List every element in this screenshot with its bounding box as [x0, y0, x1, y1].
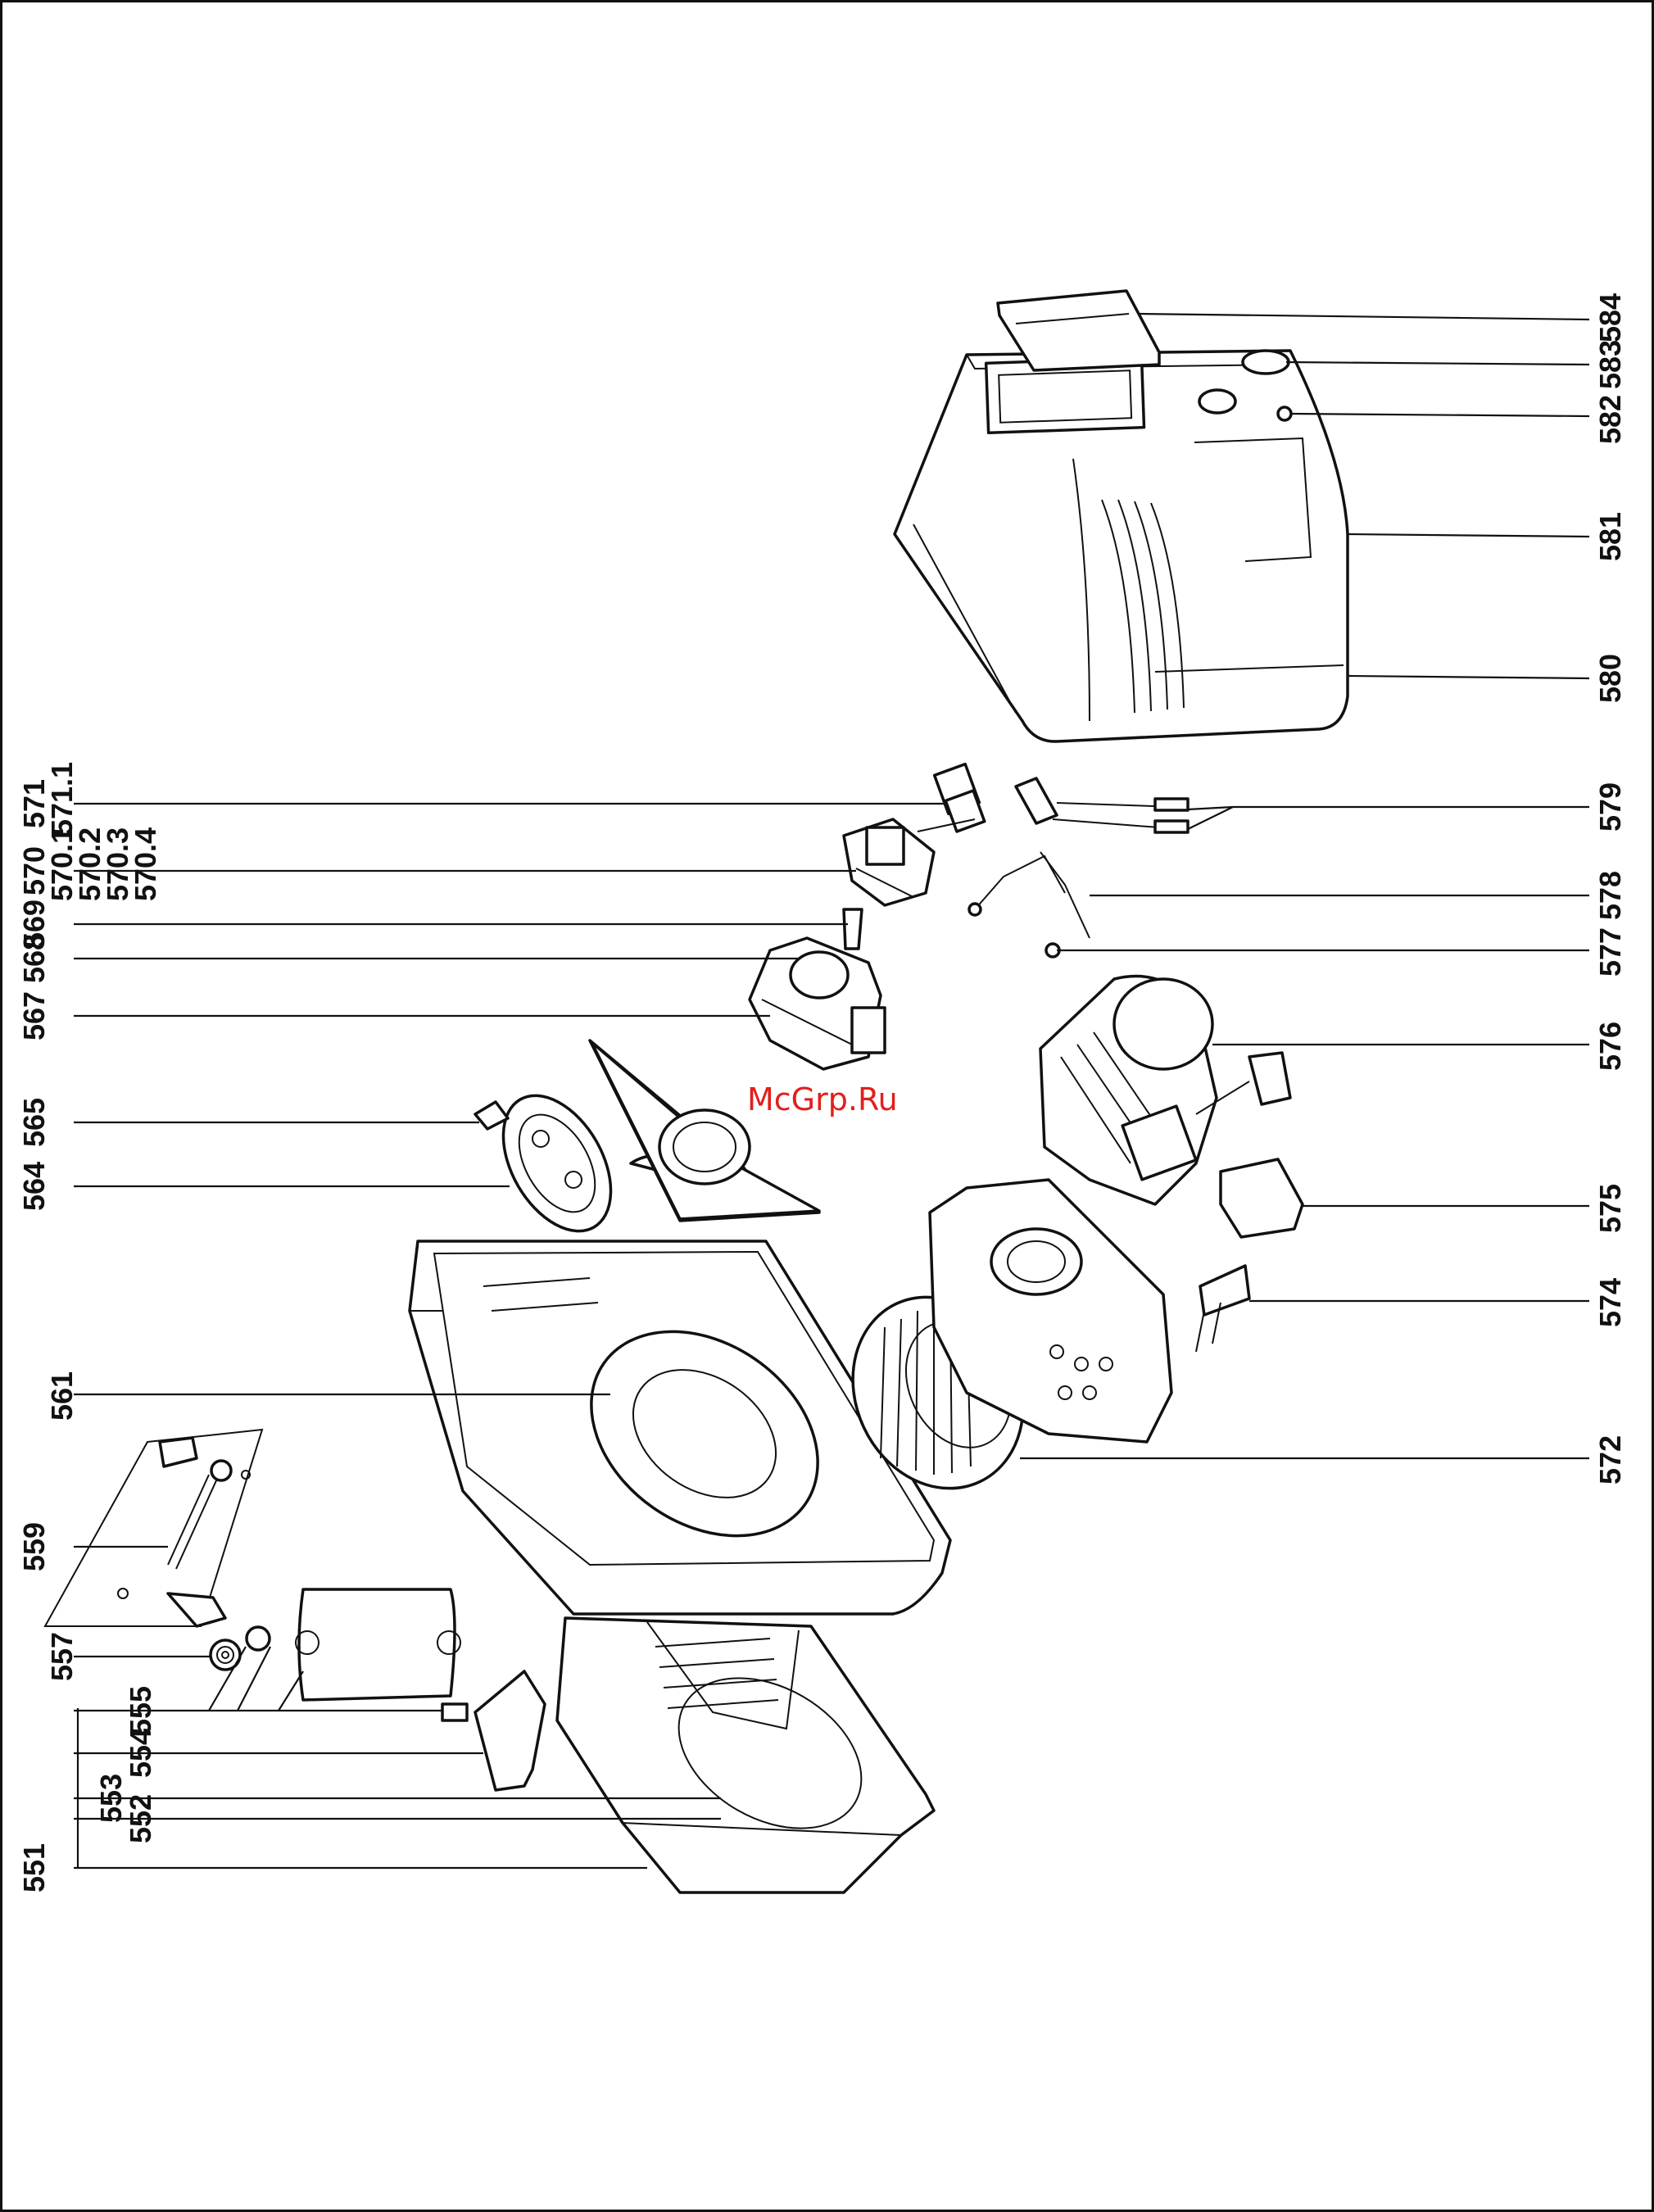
label-581: 581: [1593, 512, 1627, 561]
plug-583: [1243, 351, 1289, 374]
label-552: 552: [124, 1794, 157, 1843]
label-575: 575: [1593, 1184, 1627, 1233]
label-554: 554: [124, 1729, 157, 1778]
flange-564-565: [475, 1077, 633, 1250]
label-582: 582: [1593, 395, 1627, 444]
part-labels-left: 571 571.1 570 570.1 570.2 570.3 570.4 56…: [17, 762, 162, 1892]
label-571-1: 571.1: [45, 762, 79, 836]
label-551: 551: [17, 1843, 51, 1892]
label-553: 553: [94, 1774, 128, 1823]
base-551: [557, 1618, 934, 1892]
label-583: 583: [1593, 340, 1627, 389]
screw-555: [247, 1627, 270, 1650]
valve-block-570: [844, 819, 934, 905]
cover-plate-554: [475, 1671, 545, 1790]
igniter-575: [1221, 1159, 1303, 1237]
electrode-574: [1196, 1266, 1249, 1352]
valve-571: [918, 764, 985, 832]
label-568: 568: [17, 934, 51, 983]
label-555: 555: [124, 1686, 157, 1735]
linkage-559: [45, 1430, 262, 1626]
label-564: 564: [17, 1162, 51, 1211]
label-567: 567: [17, 991, 51, 1040]
label-561: 561: [45, 1371, 79, 1421]
screw-582: [1278, 407, 1291, 420]
part-labels-right: 584 583 582 581 580 579 578 577 576 575 …: [1593, 293, 1627, 1484]
label-572: 572: [1593, 1435, 1627, 1484]
label-580: 580: [1593, 654, 1627, 703]
label-577: 577: [1593, 927, 1627, 977]
label-576: 576: [1593, 1022, 1627, 1071]
label-579: 579: [1593, 782, 1627, 832]
panel-553: [296, 1589, 460, 1700]
cables-577-578-579: [969, 778, 1188, 957]
label-557: 557: [45, 1632, 79, 1681]
label-584: 584: [1593, 293, 1627, 342]
gasket-plate: [590, 1040, 819, 1221]
label-559: 559: [17, 1522, 51, 1571]
pin-555: [442, 1704, 467, 1720]
label-565: 565: [17, 1098, 51, 1147]
label-578: 578: [1593, 871, 1627, 920]
label-570-4: 570.4: [129, 827, 162, 901]
label-574: 574: [1593, 1278, 1627, 1327]
watermark: McGrp.Ru: [747, 1081, 898, 1117]
nozzle-569: [844, 909, 862, 949]
